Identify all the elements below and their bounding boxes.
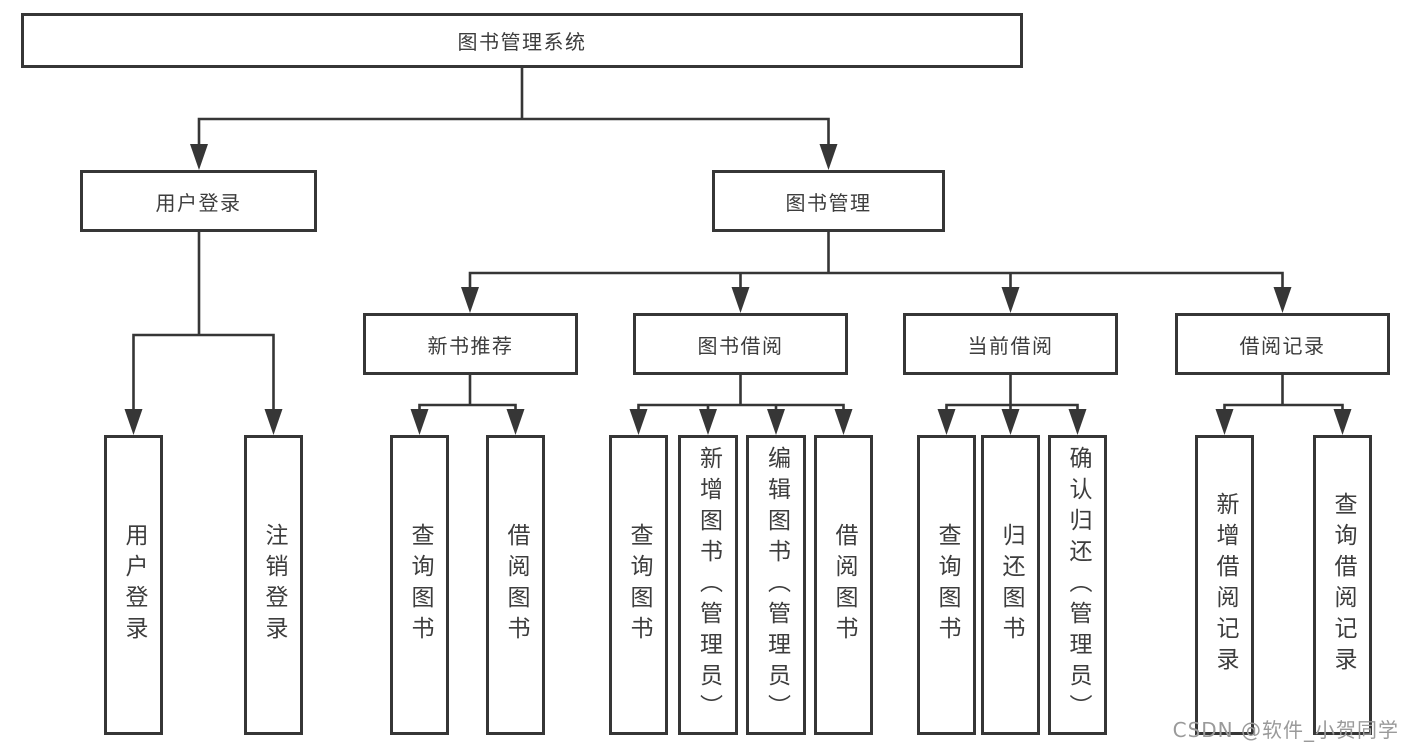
watermark-text: CSDN @软件_小贺同学: [1172, 718, 1399, 742]
node-leaf-borrow-books-recommend: 借阅图书: [486, 435, 545, 735]
node-current-borrowing: 当前借阅: [903, 313, 1118, 375]
node-leaf-search-books-recommend: 查询图书: [390, 435, 449, 735]
node-leaf-search-books-borrow: 查询图书: [609, 435, 668, 735]
node-leaf-add-borrow-record: 新增借阅记录: [1195, 435, 1254, 735]
node-leaf-user-login: 用户登录: [104, 435, 163, 735]
node-borrowing-records: 借阅记录: [1175, 313, 1390, 375]
node-user-login: 用户登录: [80, 170, 317, 232]
node-leaf-confirm-return-admin: 确认归还（管理员）: [1048, 435, 1107, 735]
node-root: 图书管理系统: [21, 13, 1023, 68]
node-leaf-logout: 注销登录: [244, 435, 303, 735]
node-leaf-add-books-admin: 新增图书（管理员）: [678, 435, 738, 735]
node-leaf-search-borrow-record: 查询借阅记录: [1313, 435, 1372, 735]
node-book-management: 图书管理: [712, 170, 945, 232]
node-leaf-edit-books-admin: 编辑图书（管理员）: [746, 435, 806, 735]
node-book-borrowing: 图书借阅: [633, 313, 848, 375]
node-leaf-search-books-current: 查询图书: [917, 435, 976, 735]
node-new-book-recommendation: 新书推荐: [363, 313, 578, 375]
node-leaf-borrow-books: 借阅图书: [814, 435, 873, 735]
node-leaf-return-books: 归还图书: [981, 435, 1040, 735]
